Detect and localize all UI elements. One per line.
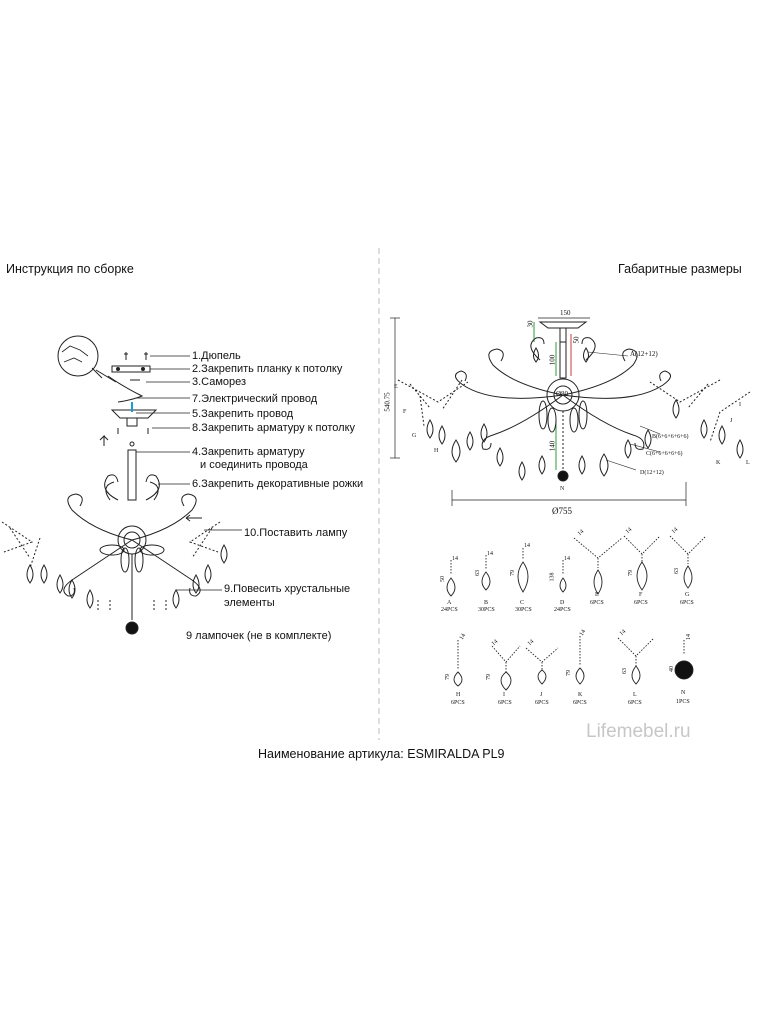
part-a-dim: 50 xyxy=(440,576,446,582)
step-9-cont: элементы xyxy=(224,597,275,609)
callout-g: G xyxy=(412,433,417,439)
part-h-letter: H xyxy=(456,692,461,698)
callout-b: B(6+6+6+6+6) xyxy=(652,434,689,440)
callout-h: H xyxy=(434,448,439,454)
step-8: 8.Закрепить арматуру к потолку xyxy=(192,422,356,434)
part-k-letter: K xyxy=(578,692,583,698)
right-title: Габаритные размеры xyxy=(618,262,742,276)
part-h-qty: 6PCS xyxy=(451,700,465,706)
dim-150: 150 xyxy=(560,309,571,317)
dim-755: Ø755 xyxy=(552,506,572,516)
article-name: Наименование артикула: ESMIRALDA PL9 xyxy=(258,747,505,761)
part-n-dim: 40 xyxy=(669,666,675,672)
part-k-dim: 79 xyxy=(566,670,572,676)
part-g-dim: 63 xyxy=(674,568,680,574)
watermark: Lifemebel.ru xyxy=(586,721,691,742)
part-g-qty: 6PCS xyxy=(680,600,694,606)
part-d-letter: D xyxy=(560,600,565,606)
part-l-qty: 6PCS xyxy=(628,700,642,706)
part-i-qty: 6PCS xyxy=(498,700,512,706)
part-c-dim: 79 xyxy=(510,570,516,576)
step-6: 6.Закрепить декоративные рожки xyxy=(192,478,364,490)
callout-k: K xyxy=(716,460,721,466)
part-f-qty: 6PCS xyxy=(634,600,648,606)
part-n-top: 14 xyxy=(686,634,692,640)
callout-e: E xyxy=(394,384,398,390)
callout-l: L xyxy=(746,460,750,466)
part-n-letter: N xyxy=(681,690,686,696)
part-c-qty: 30PCS xyxy=(515,607,532,613)
callout-d: D(12+12) xyxy=(640,470,664,476)
part-n-qty: 1PCS xyxy=(676,699,690,705)
step-9: 9.Повесить хрустальные xyxy=(224,583,351,595)
part-i-dim: 79 xyxy=(486,674,492,680)
step-2: 2.Закрепить планку к потолку xyxy=(192,363,343,375)
step-4-cont: и соединить провода xyxy=(200,459,308,471)
part-e-qty: 6PCS xyxy=(590,600,604,606)
callout-n: N xyxy=(560,486,565,492)
part-d-dim: 138 xyxy=(549,572,556,582)
part-g-letter: G xyxy=(685,592,690,598)
step-3: 3.Саморез xyxy=(192,376,247,388)
part-b-letter: B xyxy=(484,600,489,606)
left-title: Инструкция по сборке xyxy=(6,262,134,276)
part-f-letter: F xyxy=(639,592,643,598)
part-b-qty: 30PCS xyxy=(478,607,495,613)
step-5: 5.Закрепить провод xyxy=(192,408,294,420)
part-l-letter: L xyxy=(633,692,637,698)
callout-f: F xyxy=(403,409,407,415)
dim-80: Ø80 xyxy=(556,390,569,398)
part-j-qty: 6PCS xyxy=(535,700,549,706)
part-c-top: 14 xyxy=(524,543,530,549)
callout-j: J xyxy=(730,418,733,424)
bulbs-note: 9 лампочек (не в комплекте) xyxy=(186,630,332,642)
part-d-top: 14 xyxy=(564,556,570,562)
part-l-dim: 63 xyxy=(622,668,628,674)
part-f-dim: 79 xyxy=(628,570,634,576)
part-a-top: 14 xyxy=(452,556,458,562)
part-k-qty: 6PCS xyxy=(573,700,587,706)
part-j-letter: J xyxy=(540,692,543,698)
part-e-letter: E xyxy=(595,592,599,598)
step-7: 7.Электрический провод xyxy=(192,393,318,405)
callout-a: A(12+12) xyxy=(630,350,658,358)
part-i-letter: I xyxy=(503,692,505,698)
part-c-letter: C xyxy=(520,600,525,606)
step-10: 10.Поставить лампу xyxy=(244,527,348,539)
part-a-letter: A xyxy=(447,600,452,606)
part-b-top: 14 xyxy=(487,551,493,557)
part-h-dim: 79 xyxy=(445,674,451,680)
part-d-qty: 24PCS xyxy=(554,607,571,613)
step-1: 1.Дюпель xyxy=(192,350,241,362)
step-4: 4.Закрепить арматуру xyxy=(192,446,305,458)
callout-c: C(6+6+6+6+6) xyxy=(646,451,683,457)
part-b-dim: 63 xyxy=(475,570,481,576)
part-a-qty: 24PCS xyxy=(441,607,458,613)
callout-i: I xyxy=(739,402,741,408)
